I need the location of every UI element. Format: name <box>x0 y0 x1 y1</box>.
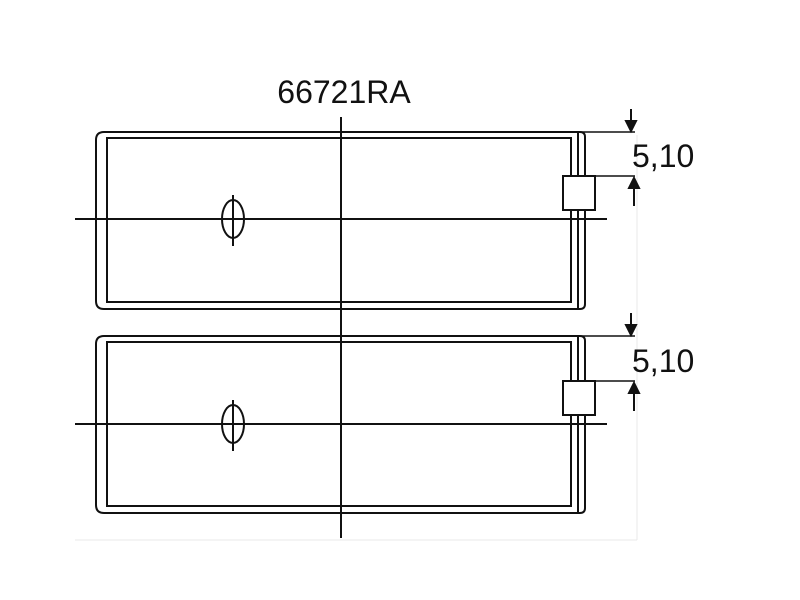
lower-locating-tang <box>562 380 596 416</box>
upper-arrow-up <box>627 175 641 189</box>
upper-arrow-down <box>624 120 638 134</box>
lower-bearing-shell <box>75 335 635 514</box>
lower-shell-outline <box>95 335 586 514</box>
upper-locating-tang <box>562 175 596 211</box>
upper-dimension-label: 5,10 <box>632 138 694 174</box>
lower-arrow-up <box>627 380 641 394</box>
upper-dimension-arrows <box>624 109 641 206</box>
lower-dimension-arrows <box>624 313 641 411</box>
part-number-title: 66721RA <box>277 74 411 110</box>
lower-arrow-down <box>624 324 638 338</box>
lower-dimension-label: 5,10 <box>632 343 694 379</box>
upper-shell-outline <box>95 131 586 310</box>
upper-bearing-shell <box>75 131 635 310</box>
